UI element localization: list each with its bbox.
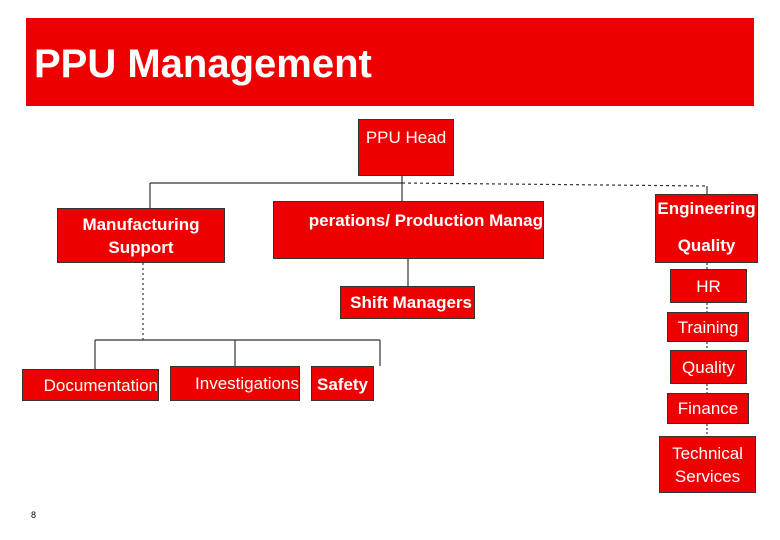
investigations-label: Investigations — [195, 374, 299, 393]
safety-label: Safety — [316, 375, 369, 394]
title-banner: PPU Management — [26, 18, 754, 106]
hr-label: HR — [696, 276, 721, 296]
manufacturing-support-label-line2: Support — [108, 237, 174, 257]
engineering-box: Engineering Quality — [655, 194, 758, 263]
finance-label: Finance — [677, 399, 739, 418]
quality-box-2: Quality — [670, 350, 747, 384]
operations-production-manager-box: perations/ Production Manag — [273, 201, 544, 259]
investigations-box: Investigations — [170, 366, 300, 401]
ppu-head-box: PPU Head — [358, 119, 454, 176]
hr-box: HR — [670, 269, 747, 303]
shift-managers-box: Shift Managers — [340, 286, 475, 319]
manufacturing-support-label-line1: Manufacturing — [82, 214, 200, 234]
finance-box: Finance — [667, 393, 749, 424]
technical-services-label-line1: Technical — [672, 443, 743, 463]
engineering-label: Engineering — [657, 199, 756, 218]
page-number: 8 — [31, 510, 37, 520]
operations-production-manager-label: perations/ Production Manag — [308, 211, 543, 230]
documentation-box: Documentation — [22, 369, 159, 401]
training-label: Training — [677, 317, 739, 337]
shift-managers-label: Shift Managers — [350, 293, 472, 312]
training-box: Training — [667, 312, 749, 342]
manufacturing-support-box: Manufacturing Support — [57, 208, 225, 263]
quality-label-1: Quality — [677, 236, 736, 255]
technical-services-label-line2: Services — [674, 466, 741, 486]
documentation-label: Documentation — [43, 375, 158, 395]
quality-label-2: Quality — [682, 357, 735, 377]
slide-title: PPU Management — [34, 42, 372, 86]
connector-dashed-right — [401, 182, 708, 187]
ppu-head-label: PPU Head — [365, 128, 447, 147]
safety-box: Safety — [311, 366, 374, 401]
technical-services-box: Technical Services — [659, 436, 756, 493]
